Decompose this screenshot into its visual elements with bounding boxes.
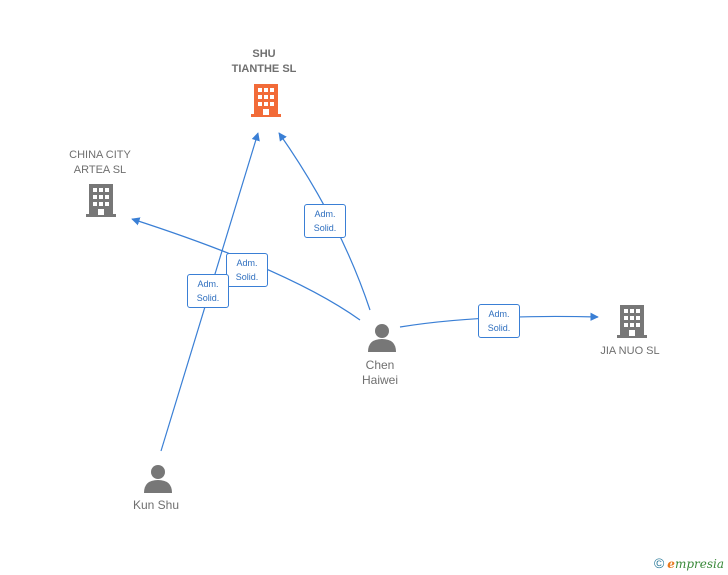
person-icon[interactable] [368,324,396,352]
edge-chen-to-china [131,217,361,321]
brand-first-letter: e [667,557,675,571]
person-icon[interactable] [144,465,172,493]
copyright-icon: © [653,555,665,571]
company-label-jia-nuo[interactable]: JIA NUO SL [600,345,660,357]
company-label-china-city[interactable]: CHINA CITY ARTEA SL [69,149,131,176]
person-label-kun-shu[interactable]: Kun Shu [132,498,180,512]
brand-name: mpresia [674,557,724,571]
empresia-logo[interactable]: ©empresia [654,555,724,571]
edge-label-kun-to-shu: Adm. Solid. [187,274,229,308]
building-icon[interactable] [617,305,647,338]
edge-label-chen-to-jia: Adm. Solid. [478,304,520,338]
edge-label-chen-to-china: Adm. Solid. [226,253,268,287]
building-icon[interactable] [251,84,281,117]
person-label-chen-haiwei[interactable]: Chen Haiwei [361,358,398,387]
building-icon[interactable] [86,184,116,217]
edge-label-chen-to-shu: Adm. Solid. [304,204,346,238]
company-label-shu-tianthe[interactable]: SHU TIANTHE SL [231,48,297,75]
